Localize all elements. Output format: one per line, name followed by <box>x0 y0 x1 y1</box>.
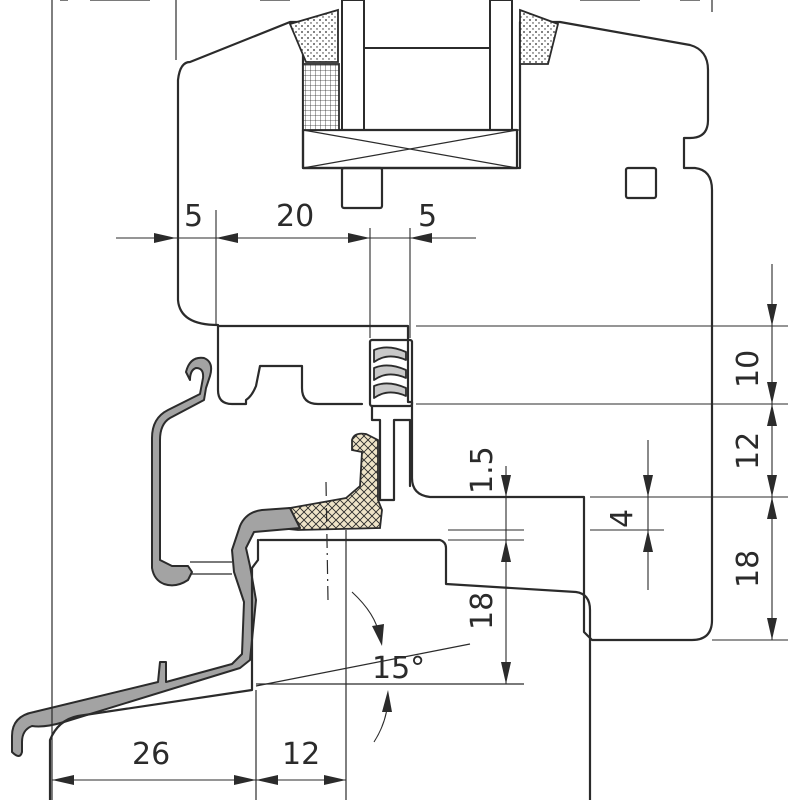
bottom-dimensions: 26 12 <box>52 737 346 785</box>
glass-pane-right <box>489 0 513 131</box>
dimension-top-mid: 20 <box>276 199 314 234</box>
top-dimensions: 5 20 5 <box>116 199 476 338</box>
dimension-top-left: 5 <box>184 199 203 234</box>
frame-seal <box>368 338 414 502</box>
aluminium-drip-profile <box>151 356 213 587</box>
spacer-bar <box>363 47 491 131</box>
outer-frame <box>48 0 713 800</box>
inner-dimensions: 1.5 4 18 <box>448 440 664 684</box>
right-dimensions: 10 12 18 <box>416 264 788 641</box>
angle-dimension: 15° <box>351 591 425 743</box>
slope-axis-line <box>325 481 329 601</box>
dimension-bottom-right: 12 <box>282 737 320 772</box>
aluminium-sill-cover <box>11 507 301 757</box>
thermal-insert <box>254 432 383 531</box>
dimension-right-lower: 18 <box>731 550 766 588</box>
dimension-top-right: 5 <box>418 199 437 234</box>
dimension-right-mid: 12 <box>731 432 766 470</box>
glazing-unit <box>288 0 560 170</box>
setting-block <box>301 128 519 170</box>
glazing-bead-grid <box>302 63 340 131</box>
dimension-inner-sill: 18 <box>465 592 500 630</box>
glazing-gasket-right <box>519 8 560 65</box>
dimension-inner-small: 1.5 <box>465 446 500 494</box>
dimension-right-upper: 10 <box>731 350 766 388</box>
dimension-bottom-left: 26 <box>132 737 170 772</box>
dimension-inner-four: 4 <box>605 509 640 528</box>
glass-pane-left <box>341 0 365 131</box>
glazing-gasket-left <box>288 8 339 63</box>
angle-label: 15° <box>372 651 425 686</box>
